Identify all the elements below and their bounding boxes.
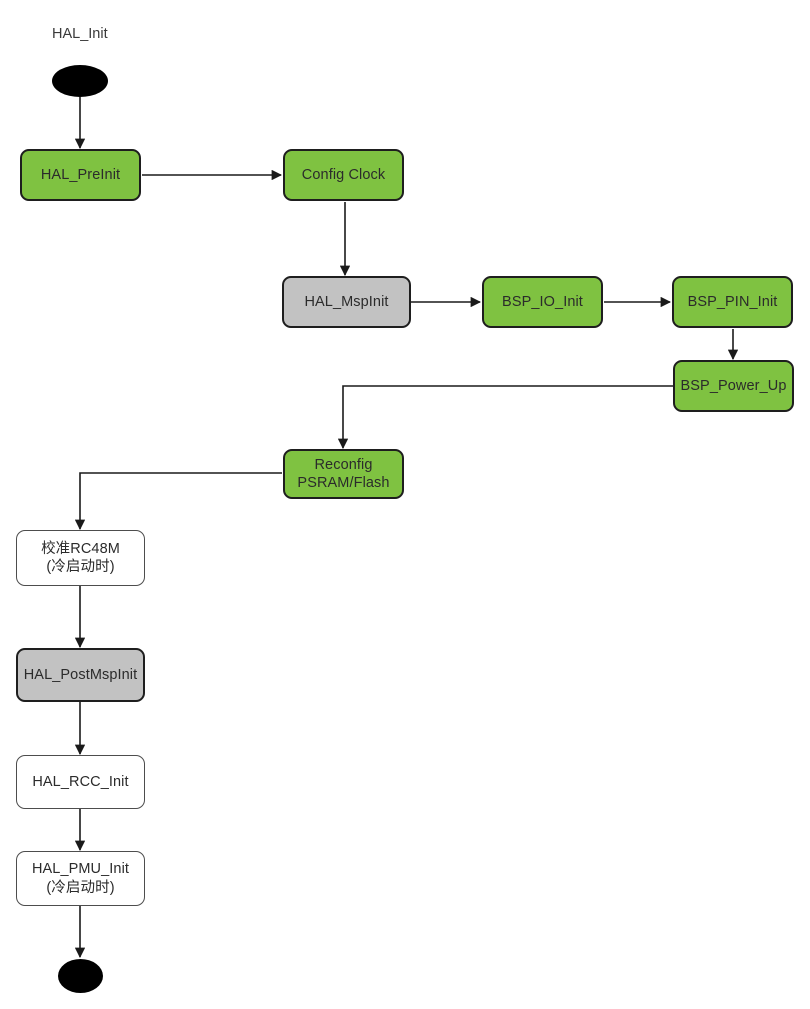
node-config-clock[interactable]: Config Clock [283, 149, 404, 201]
node-calibrate-rc48m[interactable]: 校准RC48M (冷启动时) [16, 530, 145, 586]
node-bsp-io-init[interactable]: BSP_IO_Init [482, 276, 603, 328]
node-hal-mspinit[interactable]: HAL_MspInit [282, 276, 411, 328]
node-hal-rcc-init[interactable]: HAL_RCC_Init [16, 755, 145, 809]
end-node [58, 959, 103, 993]
node-hal-pmu-init[interactable]: HAL_PMU_Init (冷启动时) [16, 851, 145, 906]
start-node [52, 65, 108, 97]
page-title: HAL_Init [52, 26, 108, 42]
node-bsp-pin-init[interactable]: BSP_PIN_Init [672, 276, 793, 328]
node-hal-postmspinit[interactable]: HAL_PostMspInit [16, 648, 145, 702]
edge-bsp-power-up-to-reconfig [337, 385, 673, 450]
node-bsp-power-up[interactable]: BSP_Power_Up [673, 360, 794, 412]
node-hal-preinit[interactable]: HAL_PreInit [20, 149, 141, 201]
node-reconfig-psram-flash[interactable]: Reconfig PSRAM/Flash [283, 449, 404, 499]
edge-reconfig-to-calib-rc48m [74, 472, 282, 531]
